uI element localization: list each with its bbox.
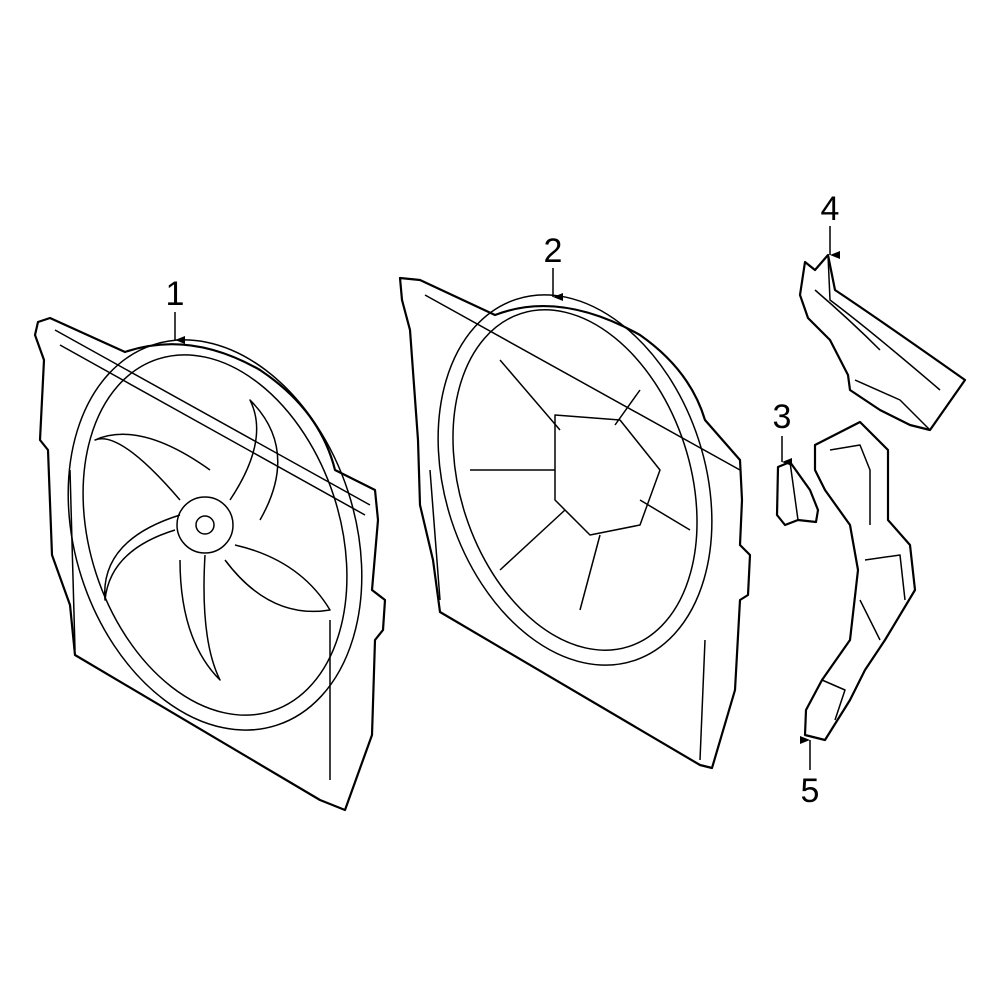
part-1-fan-assembly[interactable] xyxy=(20,302,410,812)
callout-number: 3 xyxy=(773,398,792,436)
part-3-air-guide[interactable] xyxy=(775,460,820,527)
callout-number: 2 xyxy=(544,232,563,270)
callout-3: 3 xyxy=(773,398,792,466)
callout-number: 5 xyxy=(801,772,820,810)
callout-number: 1 xyxy=(166,275,185,313)
part-4-upper-air-duct[interactable] xyxy=(798,253,967,432)
callout-4: 4 xyxy=(821,190,840,259)
callout-5: 5 xyxy=(800,736,820,810)
part-5-lower-air-duct[interactable] xyxy=(803,420,917,742)
callout-number: 4 xyxy=(821,190,840,228)
part-2-fan-shroud[interactable] xyxy=(393,259,758,770)
callout-2: 2 xyxy=(544,232,563,301)
callout-1: 1 xyxy=(166,275,185,344)
